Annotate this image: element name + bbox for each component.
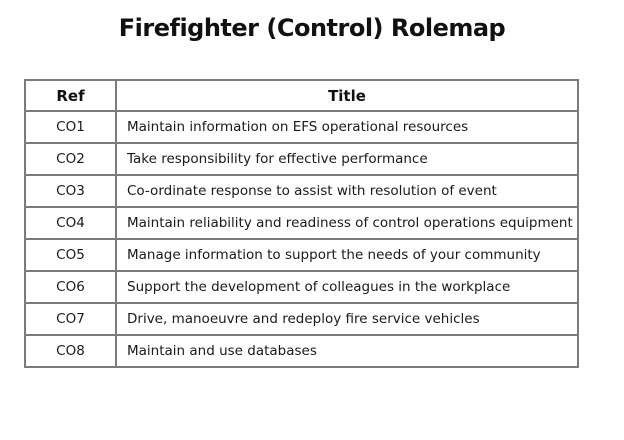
title-cell: Manage information to support the needs … <box>115 238 579 272</box>
ref-cell: CO8 <box>24 334 117 368</box>
column-header-ref: Ref <box>24 79 117 112</box>
ref-cell: CO5 <box>24 238 117 272</box>
rolemap-table: Ref Title CO1 Maintain information on EF… <box>24 79 579 368</box>
table-row: CO6 Support the development of colleague… <box>24 270 579 304</box>
ref-cell: CO1 <box>24 110 117 144</box>
title-cell: Maintain information on EFS operational … <box>115 110 579 144</box>
ref-cell: CO6 <box>24 270 117 304</box>
ref-cell: CO3 <box>24 174 117 208</box>
title-cell: Maintain and use databases <box>115 334 579 368</box>
ref-cell: CO2 <box>24 142 117 176</box>
table-row: CO5 Manage information to support the ne… <box>24 238 579 272</box>
ref-cell: CO4 <box>24 206 117 240</box>
ref-cell: CO7 <box>24 302 117 336</box>
table-row: CO8 Maintain and use databases <box>24 334 579 368</box>
table-row: CO2 Take responsibility for effective pe… <box>24 142 579 176</box>
table-row: CO7 Drive, manoeuvre and redeploy fire s… <box>24 302 579 336</box>
title-cell: Drive, manoeuvre and redeploy fire servi… <box>115 302 579 336</box>
table-row: CO1 Maintain information on EFS operatio… <box>24 110 579 144</box>
title-cell: Support the development of colleagues in… <box>115 270 579 304</box>
column-header-title: Title <box>115 79 579 112</box>
title-cell: Co-ordinate response to assist with reso… <box>115 174 579 208</box>
table-row: CO4 Maintain reliability and readiness o… <box>24 206 579 240</box>
title-cell: Take responsibility for effective perfor… <box>115 142 579 176</box>
title-cell: Maintain reliability and readiness of co… <box>115 206 579 240</box>
table-row: CO3 Co-ordinate response to assist with … <box>24 174 579 208</box>
table-header-row: Ref Title <box>24 79 579 112</box>
page-title: Firefighter (Control) Rolemap <box>118 14 506 42</box>
